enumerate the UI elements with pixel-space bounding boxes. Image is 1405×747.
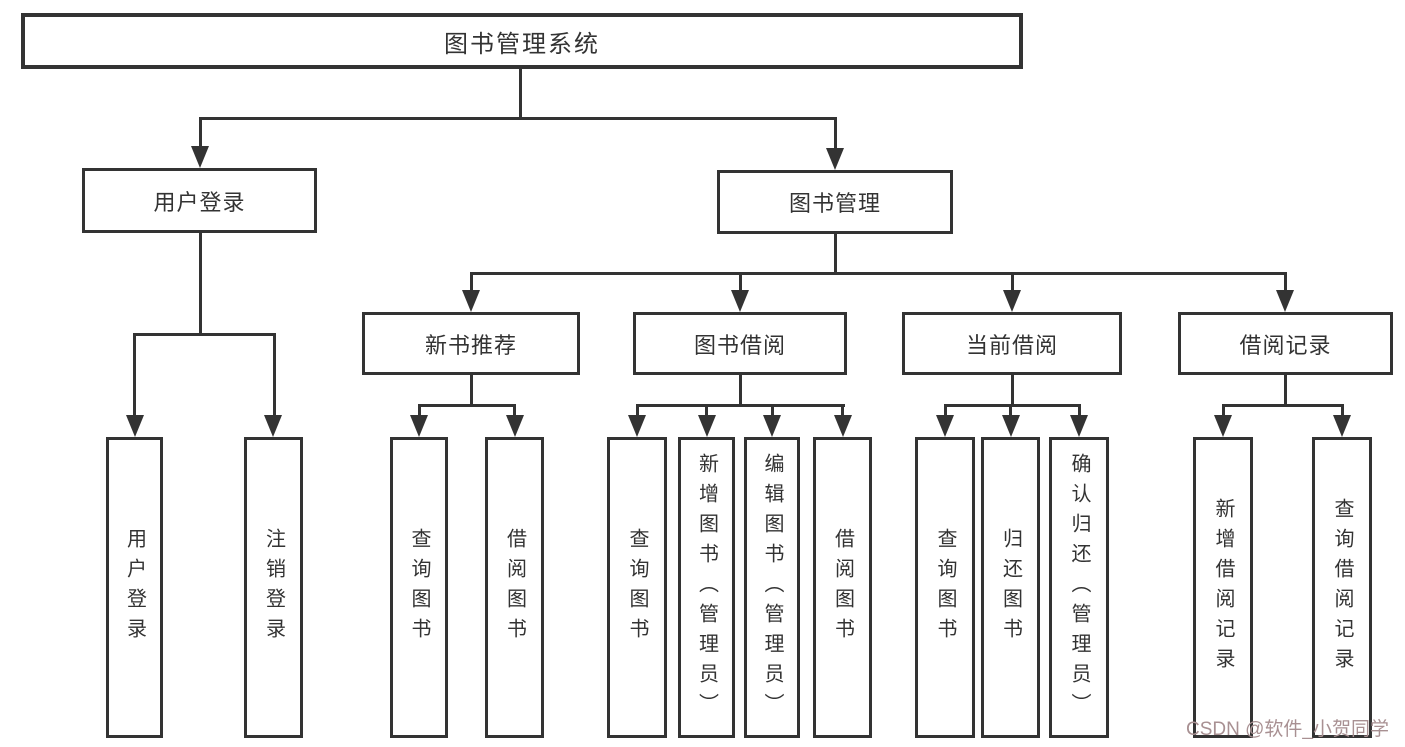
connector-borrow-records-rail xyxy=(1222,404,1344,407)
arrowhead-down-icon xyxy=(506,415,524,437)
node-book-management: 图书管理 xyxy=(717,170,953,234)
connector-stub-leaf xyxy=(273,333,276,417)
connector-stub-leaf xyxy=(1341,404,1344,417)
connector-new-book-drop xyxy=(470,375,473,406)
connector-stub-user-login xyxy=(199,117,202,150)
csdn-watermark: CSDN @软件_小贺同学 xyxy=(1186,719,1389,740)
connector-stub-leaf xyxy=(1009,404,1012,417)
connector-stub-leaf xyxy=(771,404,774,417)
connector-user-login-drop xyxy=(199,233,202,335)
node-current-borrow: 当前借阅 xyxy=(902,312,1122,375)
connector-level2-rail xyxy=(199,117,837,120)
arrowhead-down-icon xyxy=(1070,415,1088,437)
connector-stub-leaf xyxy=(1222,404,1225,417)
leaf-confirm-return-admin: 确认归还（管理员） xyxy=(1049,437,1109,738)
connector-stub-book-management xyxy=(834,117,837,152)
connector-current-borrow-drop xyxy=(1011,375,1014,406)
connector-stub-leaf xyxy=(841,404,844,417)
arrowhead-down-icon xyxy=(410,415,428,437)
connector-stub-new-book xyxy=(470,272,473,292)
leaf-borrow-books: 借阅图书 xyxy=(813,437,872,738)
node-user-login: 用户登录 xyxy=(82,168,317,233)
arrowhead-down-icon xyxy=(826,148,844,170)
connector-stub-leaf xyxy=(705,404,708,417)
connector-stub-leaf xyxy=(636,404,639,417)
connector-book-borrow-drop xyxy=(739,375,742,406)
leaf-query-borrow-record: 查询借阅记录 xyxy=(1312,437,1372,738)
arrowhead-down-icon xyxy=(1003,290,1021,312)
connector-stub-leaf xyxy=(418,404,421,417)
connector-stub-book-borrow xyxy=(739,272,742,292)
leaf-add-books-admin: 新增图书（管理员） xyxy=(678,437,735,738)
arrowhead-down-icon xyxy=(834,415,852,437)
leaf-return-books: 归还图书 xyxy=(981,437,1040,738)
leaf-query-books-recommend: 查询图书 xyxy=(390,437,448,738)
arrowhead-down-icon xyxy=(936,415,954,437)
node-borrow-records: 借阅记录 xyxy=(1178,312,1393,375)
connector-borrow-records-drop xyxy=(1284,375,1287,406)
connector-current-borrow-rail xyxy=(944,404,1081,407)
arrowhead-down-icon xyxy=(191,146,209,168)
leaf-add-borrow-record: 新增借阅记录 xyxy=(1193,437,1253,738)
connector-stub-leaf xyxy=(133,333,136,417)
arrowhead-down-icon xyxy=(1333,415,1351,437)
connector-level3-rail xyxy=(470,272,1287,275)
node-book-borrow: 图书借阅 xyxy=(633,312,847,375)
leaf-query-books-current: 查询图书 xyxy=(915,437,975,738)
connector-book-management-drop xyxy=(834,234,837,275)
connector-book-borrow-rail xyxy=(636,404,845,407)
leaf-query-books-borrow: 查询图书 xyxy=(607,437,667,738)
node-new-book-recommend: 新书推荐 xyxy=(362,312,580,375)
connector-stub-current-borrow xyxy=(1011,272,1014,292)
connector-stub-leaf xyxy=(944,404,947,417)
arrowhead-down-icon xyxy=(628,415,646,437)
connector-root-drop xyxy=(519,69,522,120)
arrowhead-down-icon xyxy=(731,290,749,312)
arrowhead-down-icon xyxy=(462,290,480,312)
connector-user-login-rail xyxy=(133,333,276,336)
connector-new-book-rail xyxy=(418,404,516,407)
leaf-edit-books-admin: 编辑图书（管理员） xyxy=(744,437,800,738)
arrowhead-down-icon xyxy=(264,415,282,437)
connector-stub-borrow-records xyxy=(1284,272,1287,292)
connector-stub-leaf xyxy=(513,404,516,417)
node-root: 图书管理系统 xyxy=(21,13,1023,69)
arrowhead-down-icon xyxy=(1276,290,1294,312)
arrowhead-down-icon xyxy=(126,415,144,437)
leaf-borrow-books-recommend: 借阅图书 xyxy=(485,437,544,738)
arrowhead-down-icon xyxy=(763,415,781,437)
leaf-user-login: 用户登录 xyxy=(106,437,163,738)
connector-stub-leaf xyxy=(1078,404,1081,417)
leaf-logout: 注销登录 xyxy=(244,437,303,738)
arrowhead-down-icon xyxy=(698,415,716,437)
arrowhead-down-icon xyxy=(1002,415,1020,437)
arrowhead-down-icon xyxy=(1214,415,1232,437)
